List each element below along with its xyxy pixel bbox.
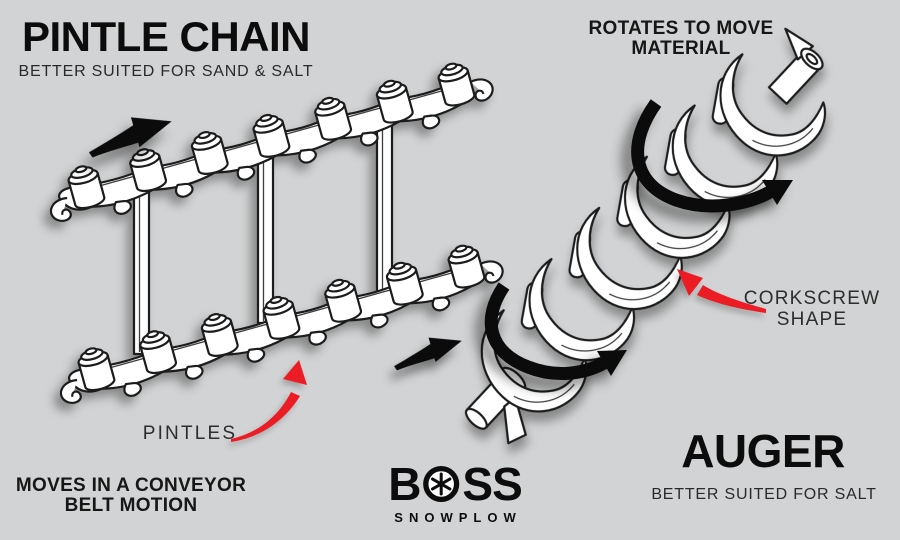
pintle-chain-title: PINTLE CHAIN <box>22 13 311 60</box>
auger-title: AUGER <box>681 425 845 477</box>
auger-subtitle: BETTER SUITED FOR SALT <box>651 486 877 503</box>
rotates-note-line2: MATERIAL <box>631 37 731 59</box>
corkscrew-label-line2: SHAPE <box>776 309 848 330</box>
auger-tip-end <box>767 27 824 105</box>
rotation-arrow-bottom-icon <box>484 282 627 381</box>
motion-note: MOVES IN A CONVEYOR BELT MOTION <box>16 476 246 515</box>
pintles-pointer-arrow-icon <box>231 360 307 442</box>
brand-logo: B SS SNOWPLOW <box>388 458 523 525</box>
corkscrew-label: CORKSCREW SHAPE <box>744 288 880 330</box>
direction-arrow-right-icon <box>389 328 466 374</box>
tire-wheel-icon <box>423 465 460 503</box>
rotates-note: ROTATES TO MOVE MATERIAL <box>588 19 773 58</box>
corkscrew-label-line1: CORKSCREW <box>743 288 881 309</box>
brand-letter-b: B <box>388 458 421 510</box>
brand-wordmark: B SS <box>388 458 523 510</box>
auger-illustration <box>457 27 838 445</box>
pintle-bars <box>132 116 394 356</box>
rotation-arrow-top-icon <box>631 99 793 213</box>
pintle-chain-subtitle: BETTER SUITED FOR SAND & SALT <box>18 63 314 80</box>
motion-note-line2: BELT MOTION <box>64 494 198 516</box>
bottom-chain <box>51 237 508 414</box>
pintle-chain-illustration <box>41 55 508 414</box>
rotates-note-line1: ROTATES TO MOVE <box>588 18 774 39</box>
direction-arrow-left-icon <box>82 106 177 161</box>
pintles-label: PINTLES <box>142 423 238 444</box>
corkscrew-pointer-arrow-icon <box>677 269 766 313</box>
motion-note-line1: MOVES IN A CONVEYOR <box>15 475 247 496</box>
brand-letters-ss: SS <box>462 458 522 510</box>
brand-tagline: SNOWPLOW <box>394 510 522 525</box>
